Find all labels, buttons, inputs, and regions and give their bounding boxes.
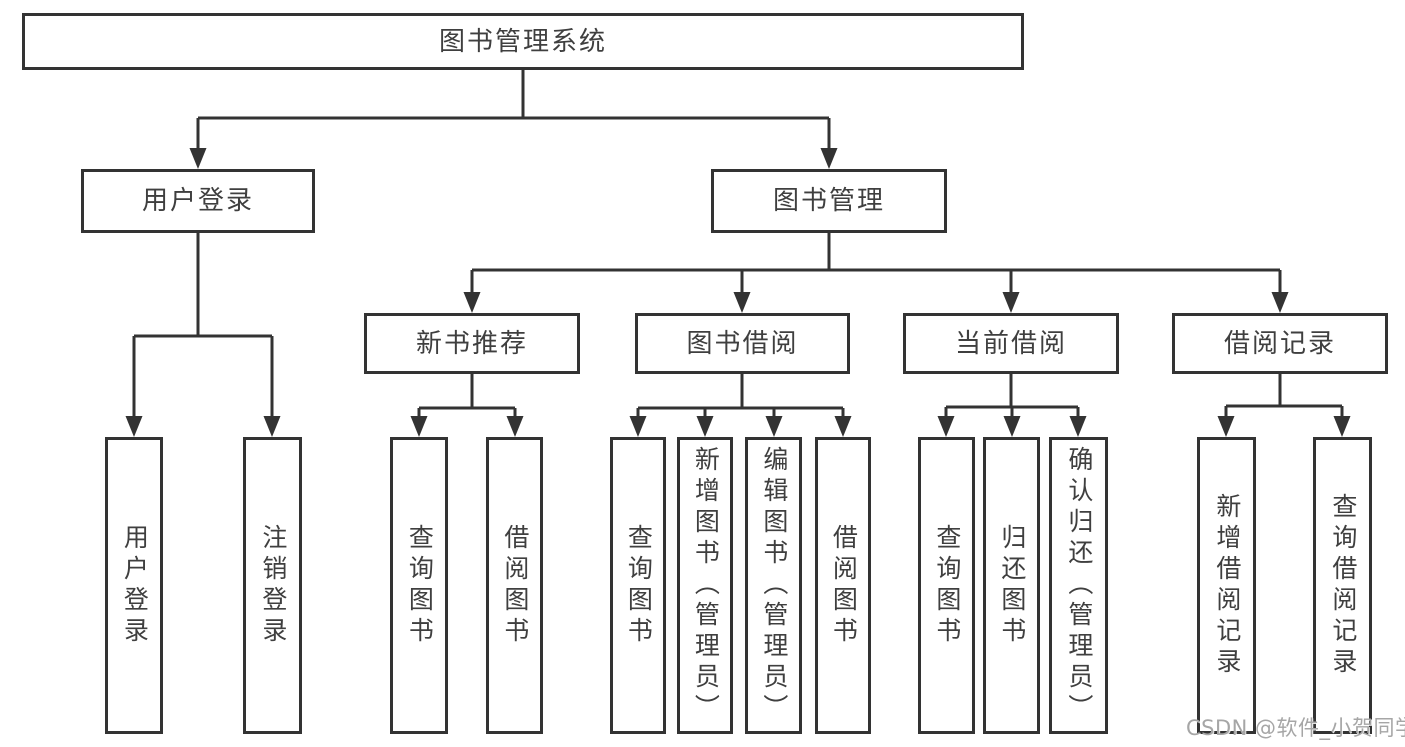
leaf-query-books-borrowing: 查询图书 (610, 437, 666, 734)
leaf-borrow-books-recommend: 借阅图书 (486, 437, 543, 734)
node-borrowing-records: 借阅记录 (1172, 313, 1388, 374)
leaf-label: 借阅图书 (829, 523, 859, 648)
leaf-logout: 注销登录 (243, 437, 302, 734)
node-label: 新书推荐 (415, 328, 528, 359)
node-label: 借阅记录 (1223, 328, 1336, 359)
leaf-confirm-return-admin: 确认归还（管理员） (1049, 437, 1108, 734)
leaf-label: 用户登录 (120, 523, 150, 648)
node-book-borrowing: 图书借阅 (635, 313, 850, 374)
node-user-login: 用户登录 (81, 169, 315, 233)
leaf-label: 编辑图书（管理员） (759, 446, 789, 725)
node-label: 图书管理系统 (438, 26, 607, 57)
node-label: 用户登录 (141, 186, 254, 216)
leaf-label: 查询图书 (624, 523, 654, 648)
leaf-label: 确认归还（管理员） (1064, 446, 1094, 725)
leaf-query-books-current: 查询图书 (918, 437, 975, 734)
leaf-edit-books-admin: 编辑图书（管理员） (745, 437, 802, 734)
leaf-query-books-recommend: 查询图书 (390, 437, 448, 734)
node-label: 图书管理 (772, 186, 885, 216)
node-new-book-recommendation: 新书推荐 (364, 313, 580, 374)
leaf-return-books: 归还图书 (983, 437, 1040, 734)
node-label: 当前借阅 (954, 328, 1067, 359)
watermark: CSDN @软件_小贺同学 (1186, 716, 1405, 740)
leaf-label: 归还图书 (997, 523, 1027, 648)
leaf-user-login: 用户登录 (105, 437, 163, 734)
leaf-add-books-admin: 新增图书（管理员） (677, 437, 733, 734)
node-library-management-system: 图书管理系统 (22, 13, 1024, 70)
leaf-label: 新增图书（管理员） (691, 446, 721, 725)
leaf-label: 注销登录 (258, 523, 288, 648)
node-current-borrowing: 当前借阅 (903, 313, 1119, 374)
leaf-label: 查询借阅记录 (1328, 492, 1358, 679)
leaf-add-borrow-record: 新增借阅记录 (1197, 437, 1256, 734)
leaf-query-borrow-record: 查询借阅记录 (1313, 437, 1372, 734)
leaf-borrow-books-borrowing: 借阅图书 (815, 437, 871, 734)
node-label: 图书借阅 (686, 328, 799, 359)
node-book-management: 图书管理 (711, 169, 947, 233)
leaf-label: 查询图书 (932, 523, 962, 648)
leaf-label: 借阅图书 (500, 523, 530, 648)
leaf-label: 查询图书 (405, 523, 435, 648)
leaf-label: 新增借阅记录 (1212, 492, 1242, 679)
